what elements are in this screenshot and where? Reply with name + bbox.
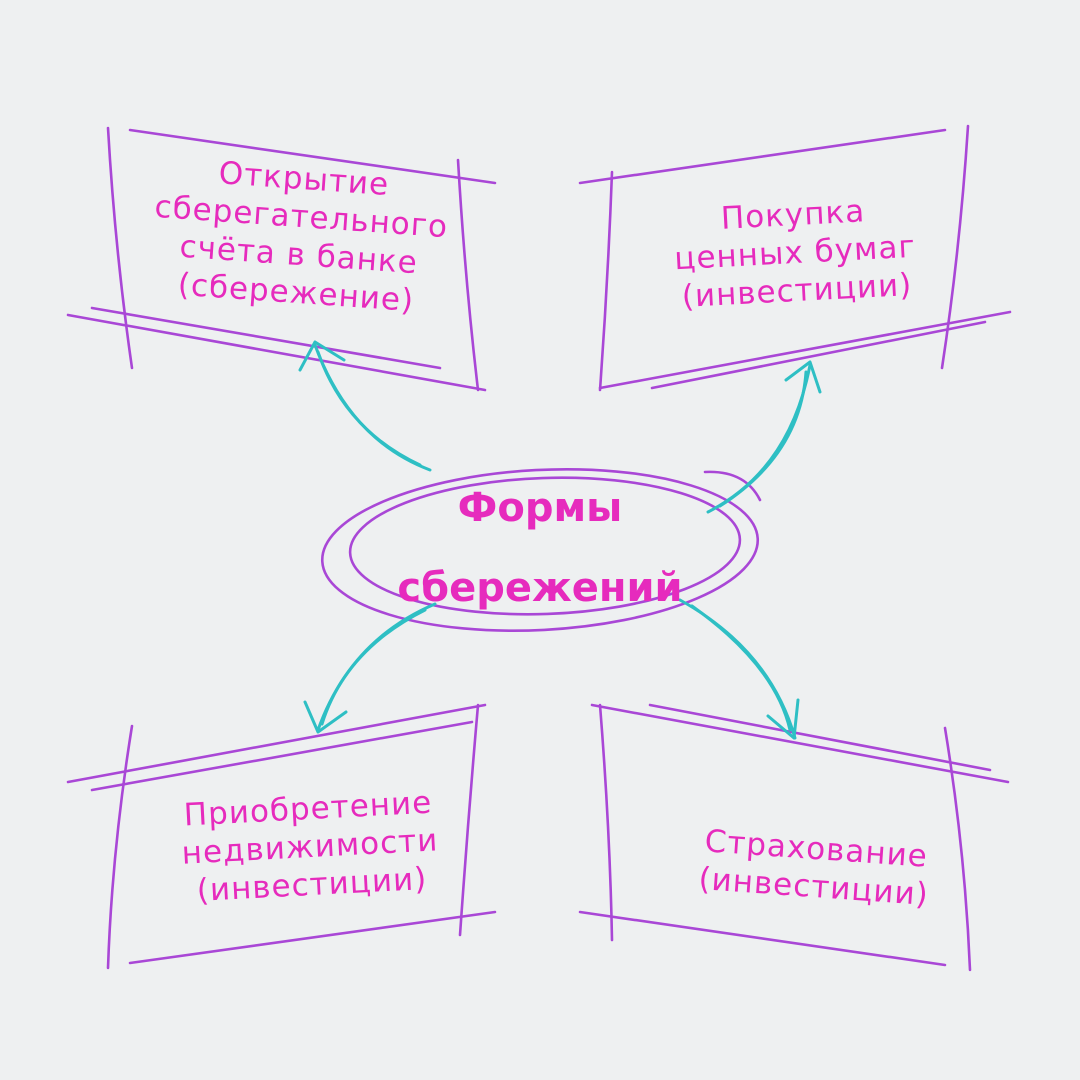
- node-top-left-text: Открытие сберегательного счёта в банке (…: [125, 148, 475, 323]
- arrow-bottom-right: [678, 598, 800, 740]
- center-title: Формы сбережений: [380, 468, 700, 628]
- frame-bottom-left: [66, 703, 497, 970]
- center-ellipse: [320, 467, 762, 633]
- frame-top-left: [66, 126, 497, 392]
- arrow-top-left: [298, 340, 432, 472]
- center-title-line-1: Формы: [457, 485, 623, 531]
- arrow-bottom-left: [303, 602, 437, 734]
- center-title-line-2: сбережений: [397, 565, 683, 611]
- frame-top-right: [578, 124, 1012, 392]
- frame-bottom-right: [578, 703, 1010, 972]
- arrow-top-right: [706, 360, 822, 514]
- node-top-right-text: Покупка ценных бумаг (инвестиции): [647, 188, 943, 317]
- node-bottom-left-text: Приобретение недвижимости (инвестиции): [157, 782, 463, 912]
